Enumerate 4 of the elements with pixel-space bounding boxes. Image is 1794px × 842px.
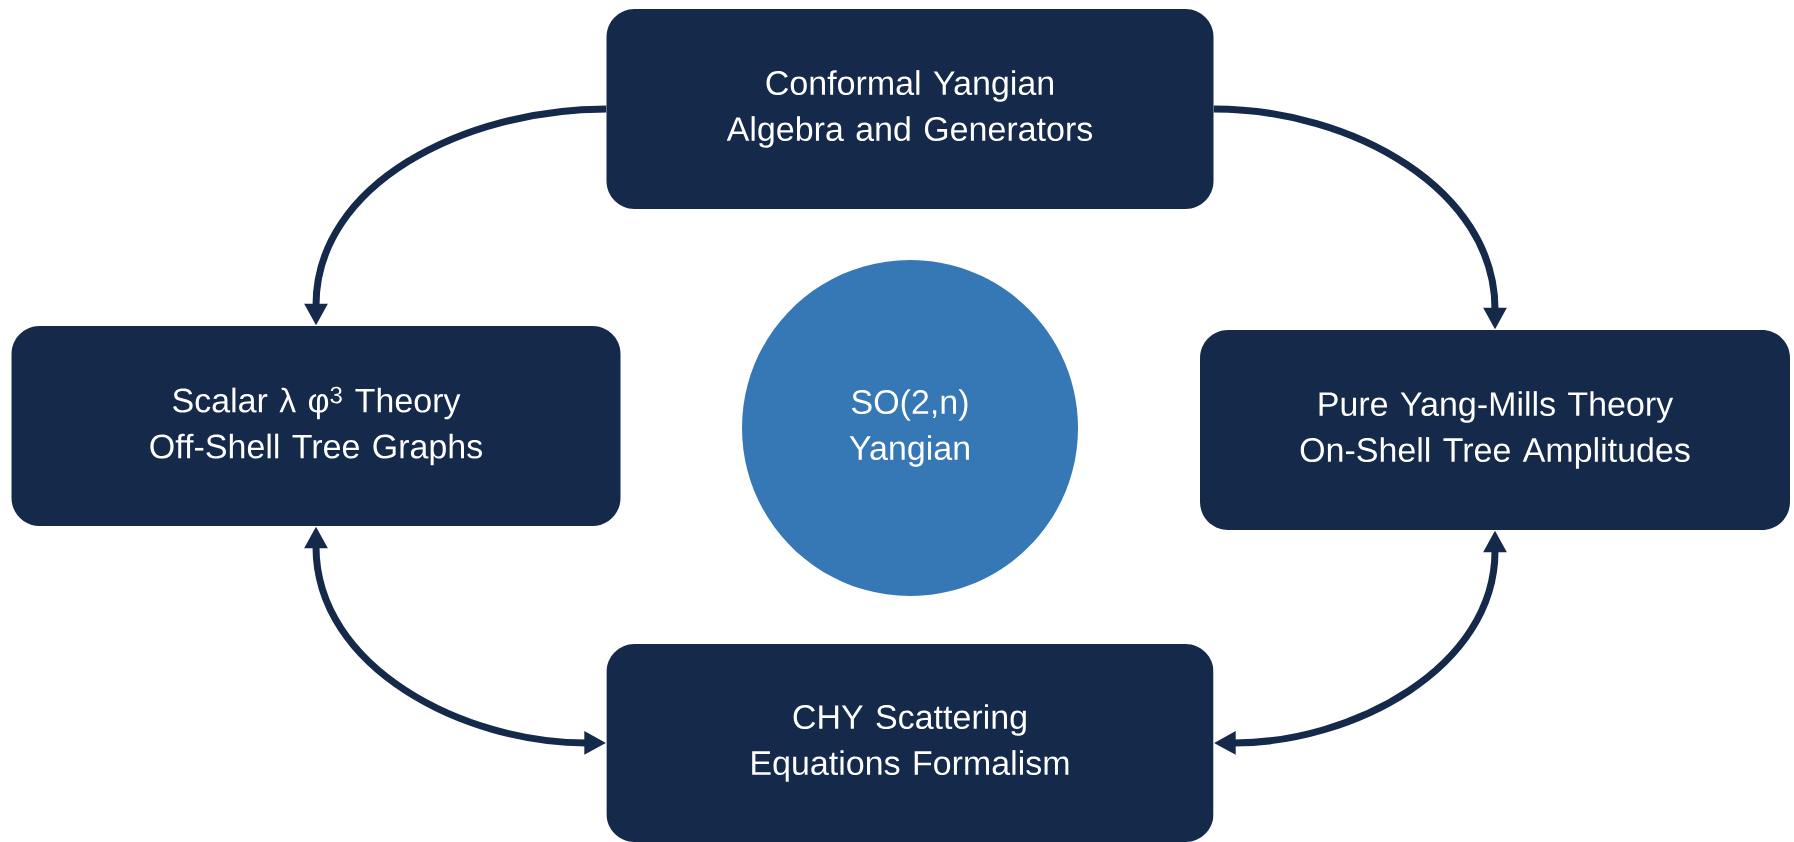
topic-box: CHY Scattering Equations Formalism	[606, 644, 1214, 842]
topic-box: Conformal Yangian Algebra and Generators	[606, 9, 1214, 209]
topic-box: Scalar λ φ$^{3}$ Theory Off-Shell Tree Graphs	[11, 326, 621, 526]
topic-box: Pure Yang-Mills Theory On-Shell Tree Amplitudes	[1200, 330, 1790, 530]
